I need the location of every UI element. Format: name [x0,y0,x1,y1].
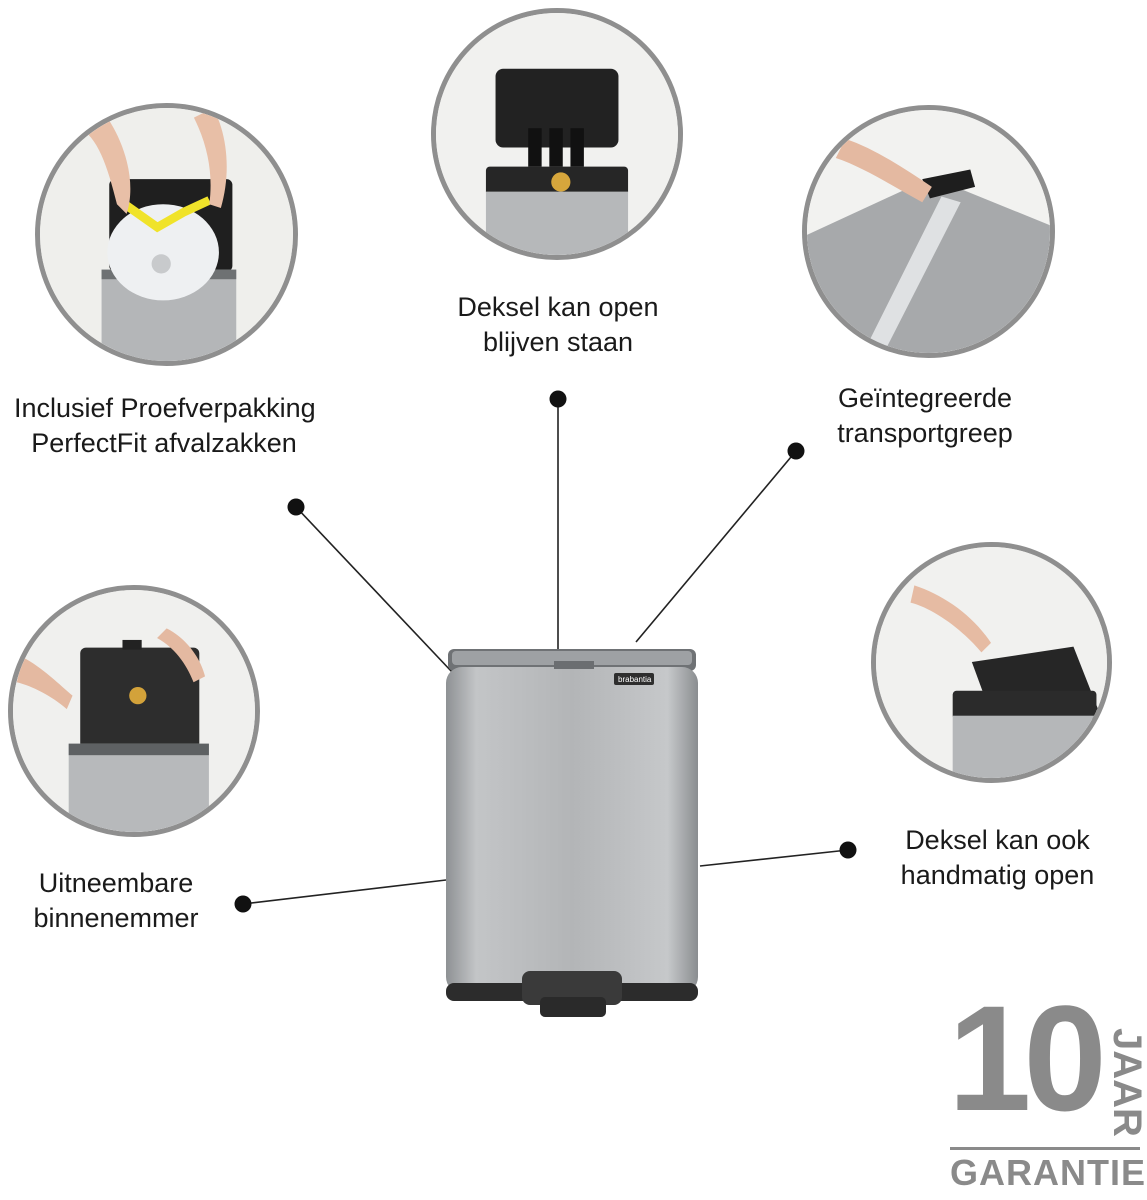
guarantee-badge: 10 JAAR GARANTIE [948,983,1147,1195]
guarantee-years: 10 [948,974,1107,1142]
dot-handle [787,442,805,460]
caption-lid-open-line2: blijven staan [482,327,634,357]
connector-bag [295,506,453,673]
connector-inner-bucket [242,879,447,905]
caption-inner-bucket-line1: Uitneembare [38,868,194,898]
caption-bag-line1: Inclusief Proefverpakking [14,393,316,423]
pedal-bin-image: brabantia [446,649,698,1017]
circle-manual-lid-photo [871,542,1112,783]
caption-bag: Inclusief Proefverpakking PerfectFit afv… [14,391,316,461]
guarantee-label: GARANTIE [950,1152,1146,1193]
caption-handle: Geïntegreerde transportgreep [800,381,1050,451]
circle-bag-photo [35,103,298,366]
dot-bag [287,498,305,516]
caption-manual-lid-line1: Deksel kan ook [905,825,1090,855]
connector-handle [635,450,797,643]
caption-inner-bucket: Uitneembare binnenemmer [8,866,224,936]
brand-label: brabantia [618,675,652,684]
caption-manual-lid: Deksel kan ook handmatig open [880,823,1115,893]
caption-manual-lid-line2: handmatig open [900,860,1095,890]
caption-handle-line1: Geïntegreerde [837,383,1013,413]
dot-manual-lid [839,841,857,859]
connector-manual-lid [699,849,849,867]
caption-lid-open: Deksel kan open blijven staan [418,290,698,360]
circle-inner-bucket-photo [8,585,260,837]
circle-lid-open-photo [431,8,683,260]
guarantee-divider [950,1147,1140,1150]
guarantee-unit: JAAR [1105,1027,1147,1137]
dot-inner-bucket [234,895,252,913]
dot-lid [549,390,567,408]
circle-handle-photo [802,105,1055,358]
caption-handle-line2: transportgreep [837,418,1013,448]
caption-lid-open-line1: Deksel kan open [457,292,659,322]
caption-bag-line2: PerfectFit afvalzakken [31,428,297,458]
caption-inner-bucket-line2: binnenemmer [33,903,199,933]
